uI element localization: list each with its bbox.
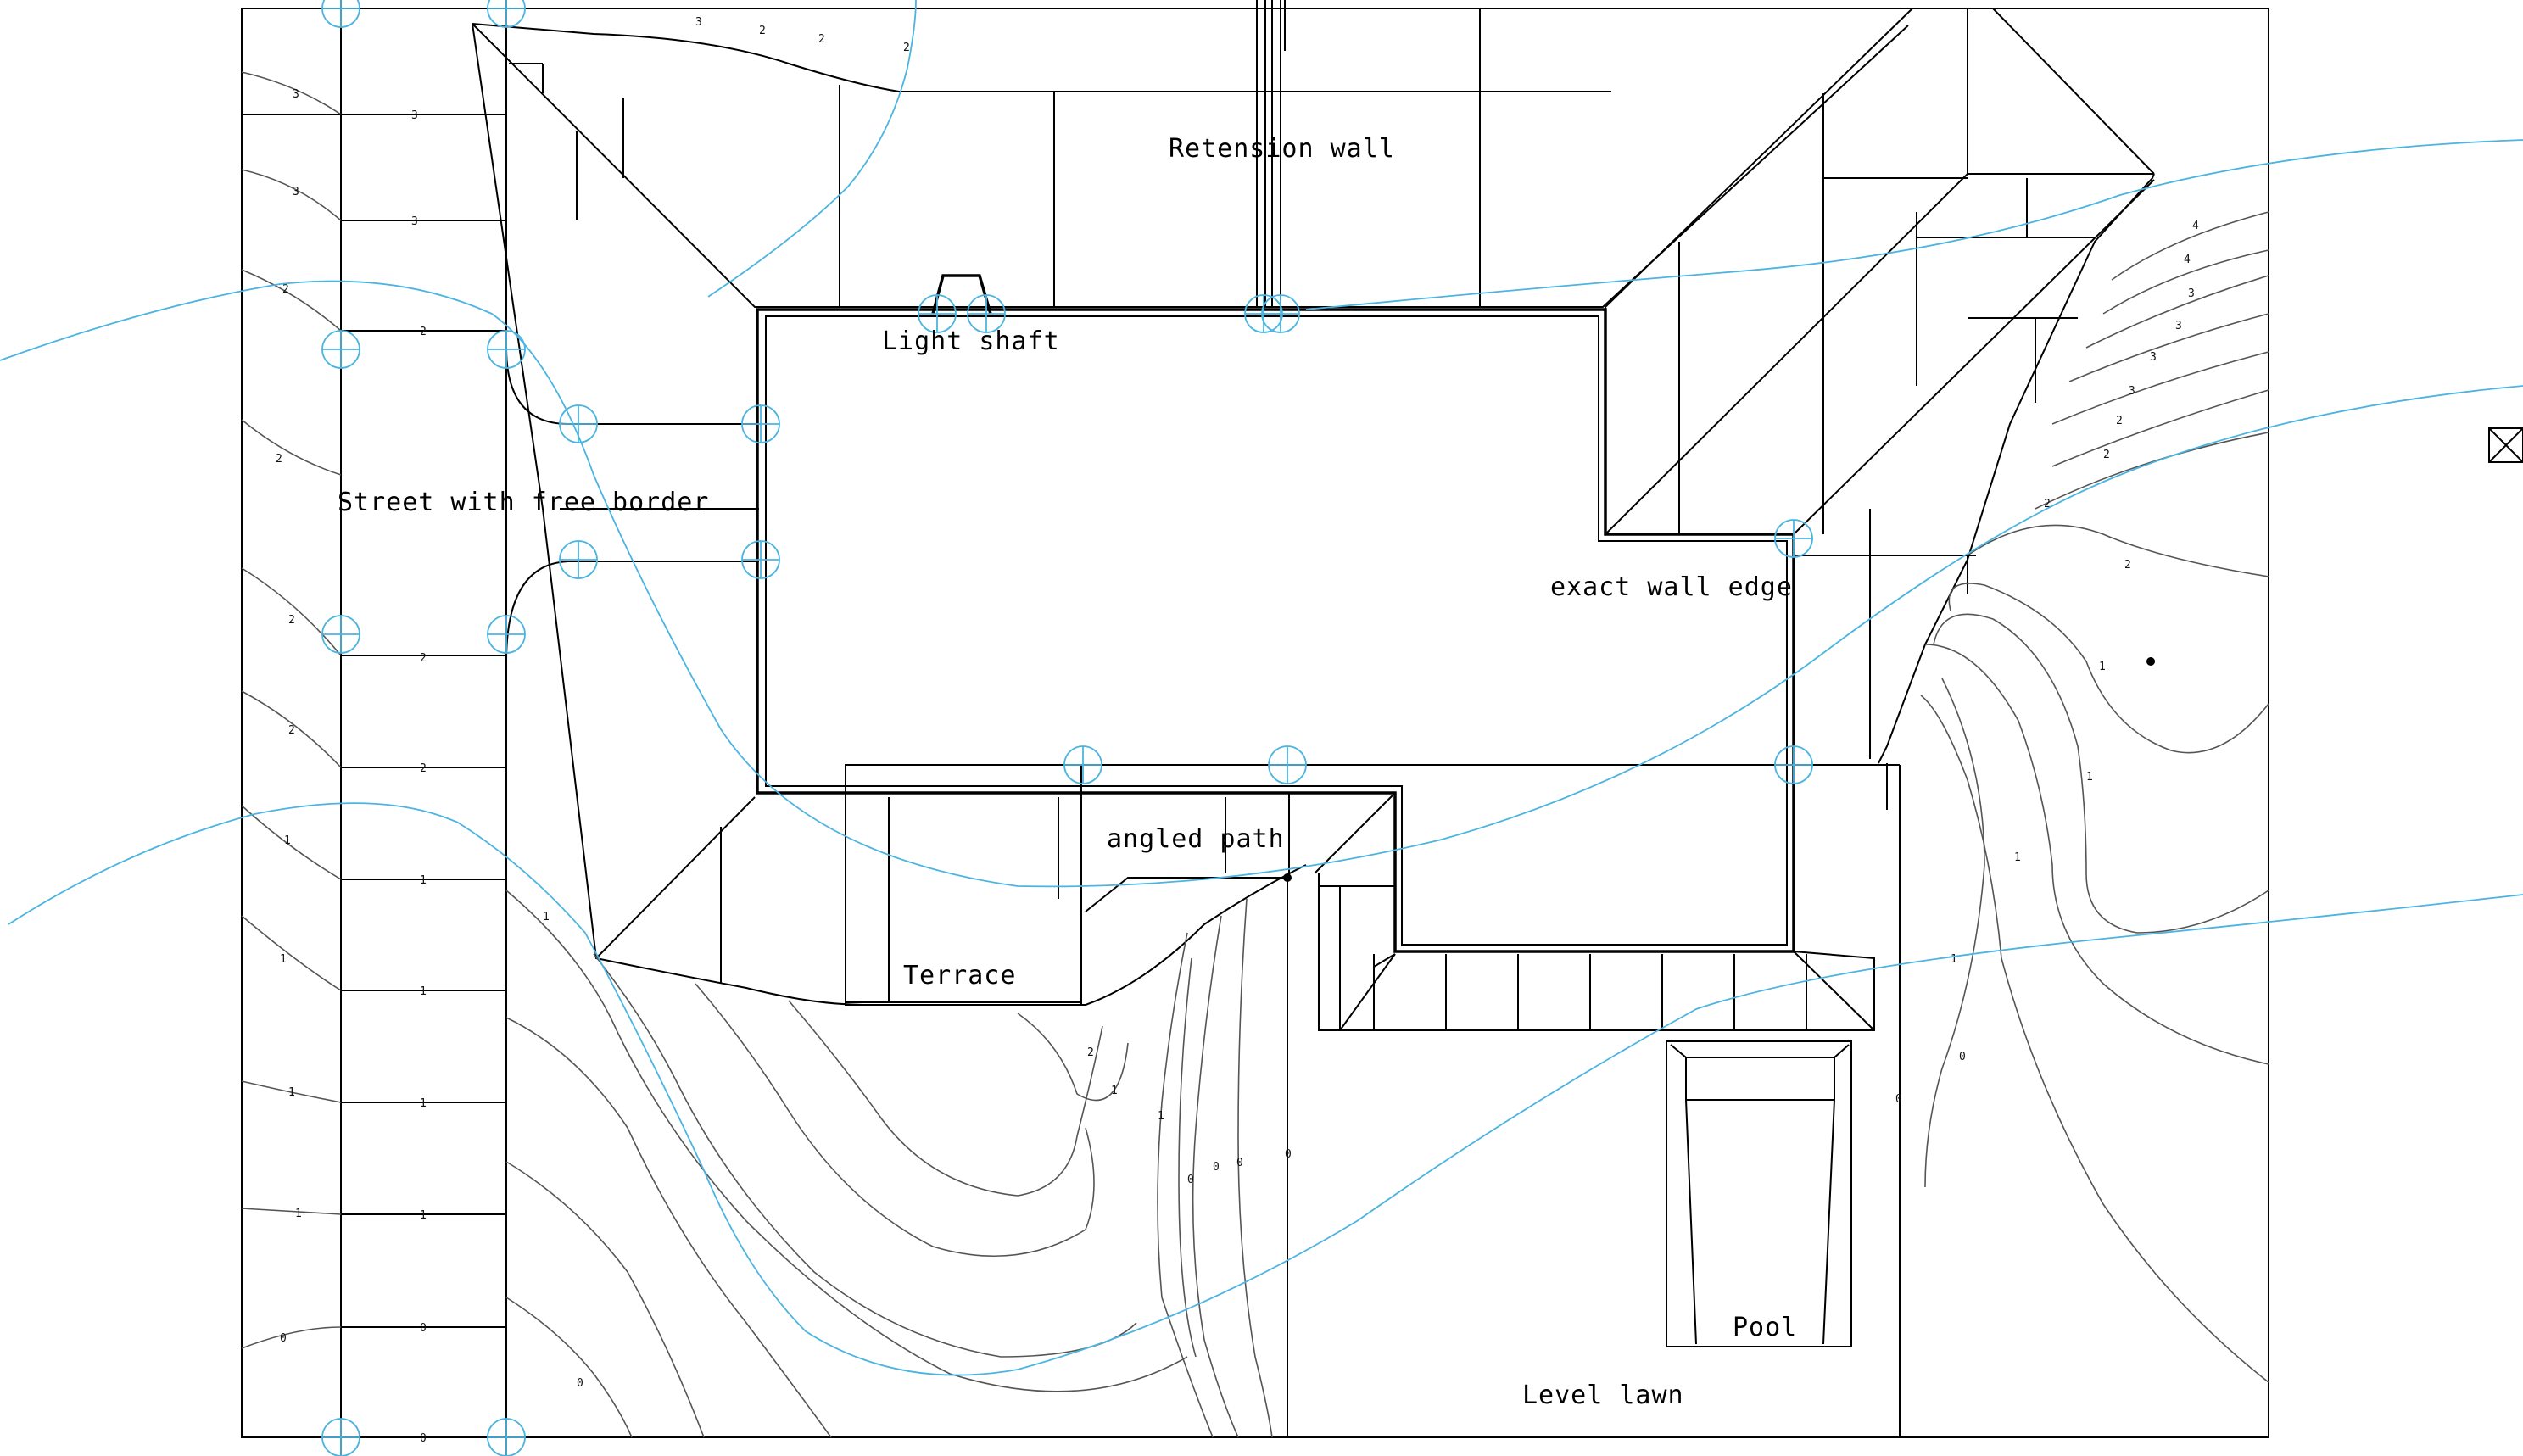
contour-label: 1: [420, 1097, 427, 1110]
area-labels: Retension wall Light shaft Street with f…: [338, 134, 1797, 1410]
contour-label: 2: [1087, 1046, 1094, 1059]
contour-label: 3: [293, 186, 299, 198]
terrace-area: [845, 763, 1901, 1437]
contour-label: 0: [280, 1332, 287, 1345]
contour-label: 2: [288, 724, 295, 737]
label-pool: Pool: [1733, 1313, 1797, 1342]
contour-label: 1: [1951, 953, 1957, 966]
contour-label: 3: [2188, 287, 2195, 300]
label-level-lawn: Level lawn: [1522, 1381, 1684, 1410]
contour-label: 1: [295, 1208, 302, 1220]
boundary-marker-icon: [2488, 427, 2523, 463]
contour-label: 1: [2099, 661, 2106, 673]
contour-label: 3: [695, 16, 702, 29]
contour-label: 2: [420, 326, 427, 338]
contour-label: 1: [2086, 771, 2093, 784]
contour-label: 4: [2184, 254, 2191, 266]
contour-label: 3: [411, 109, 418, 122]
label-exact-wall-edge: exact wall edge: [1550, 572, 1793, 602]
south-steps: [1287, 873, 1875, 1437]
survey-lines: [0, 0, 2523, 1376]
contour-label: 0: [577, 1377, 583, 1390]
contour-label: 1: [288, 1086, 295, 1099]
contour-label: 3: [293, 88, 299, 101]
survey-point: [1283, 873, 1292, 882]
contour-label: 1: [1158, 1110, 1164, 1123]
pool: [1666, 1040, 1852, 1347]
contour-label: 1: [284, 834, 291, 847]
contour-label: 0: [420, 1432, 427, 1445]
contour-label: 3: [2175, 320, 2182, 332]
contour-label: 2: [2116, 415, 2123, 427]
contour-label: 1: [1111, 1085, 1118, 1097]
retension-wall: [1256, 0, 1286, 307]
contour-label: 2: [420, 652, 427, 665]
contour-label: 2: [420, 762, 427, 775]
contour-label: 1: [420, 1209, 427, 1222]
contour-label: 4: [2192, 220, 2199, 232]
label-angled-path: angled path: [1107, 824, 1285, 854]
contour-label: 2: [288, 614, 295, 627]
label-terrace: Terrace: [903, 961, 1016, 990]
label-light-shaft: Light shaft: [882, 326, 1060, 356]
property-boundary: [241, 8, 2269, 1438]
contour-label: 0: [1895, 1093, 1902, 1106]
contour-label: 1: [280, 953, 287, 966]
survey-markers: [321, 0, 1813, 1456]
contour-label: 2: [2103, 449, 2110, 461]
contour-label: 0: [1959, 1051, 1966, 1063]
contour-label: 2: [903, 42, 910, 54]
contour-label: 1: [2014, 851, 2021, 864]
contour-label: 1: [420, 874, 427, 887]
street-lines: [242, 0, 507, 1456]
contour-label: 2: [759, 25, 766, 37]
contour-label: 1: [543, 911, 550, 923]
contour-label: 2: [2044, 498, 2051, 510]
contour-label: 3: [2129, 385, 2135, 398]
contour-lines: [241, 71, 2269, 1438]
contour-label: 0: [1213, 1161, 1220, 1174]
label-retension-wall: Retension wall: [1169, 134, 1395, 164]
contour-label: 2: [2124, 559, 2131, 572]
contour-label: 0: [1236, 1157, 1243, 1169]
survey-point: [2146, 657, 2155, 666]
contour-label: 2: [276, 453, 282, 466]
contour-label: 3: [2150, 351, 2157, 364]
contour-label: 0: [1285, 1148, 1292, 1161]
contour-label: 3: [411, 215, 418, 228]
contour-label: 2: [282, 283, 289, 296]
house-footprint: [756, 308, 1795, 953]
ne-ramp: [1605, 8, 2155, 764]
label-street: Street with free border: [338, 488, 709, 517]
contour-label: 1: [420, 985, 427, 998]
contour-label: 2: [818, 33, 825, 46]
contour-label: 0: [420, 1322, 427, 1335]
contour-value-labels: 3 3 3 3 3 2 2 2 2 2 2 2 2 2 2 1 1 1 1 1 …: [276, 16, 2199, 1445]
contour-label: 0: [1187, 1174, 1194, 1186]
